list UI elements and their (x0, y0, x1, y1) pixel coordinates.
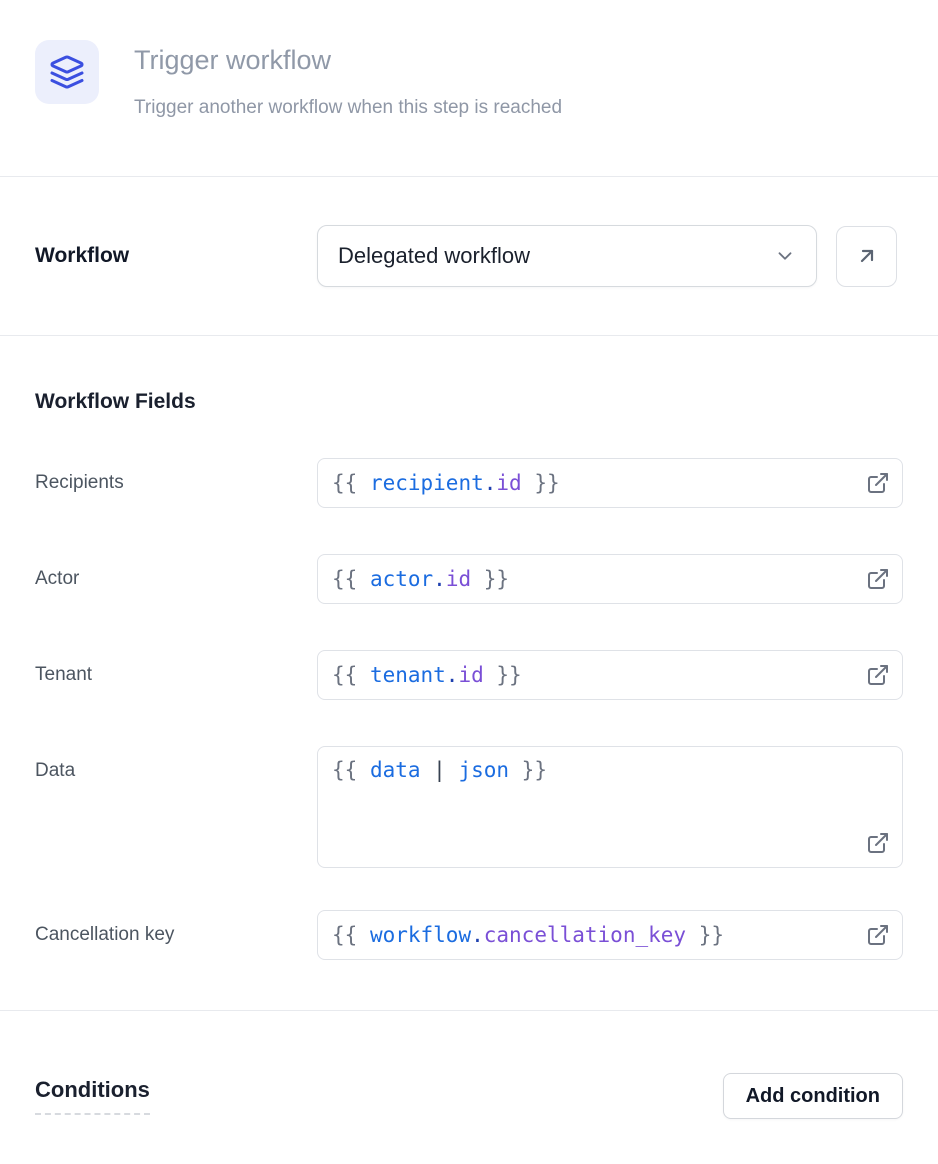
workflow-fields-section: Workflow Fields Recipients {{ recipient.… (0, 336, 938, 1011)
open-workflow-button[interactable] (836, 225, 897, 287)
field-label: Data (35, 760, 76, 781)
code-text: {{ (332, 758, 370, 782)
actor-input[interactable]: {{ actor.id }} (317, 554, 903, 604)
field-label: Recipients (35, 472, 124, 493)
field-row-actor: Actor {{ actor.id }} (35, 554, 903, 604)
code-text: {{ (332, 567, 370, 591)
data-input[interactable]: {{ data | json }} (317, 746, 903, 868)
workflow-select-value: Delegated workflow (338, 243, 530, 268)
field-label: Cancellation key (35, 924, 175, 945)
step-header-text: Trigger workflow Trigger another workflo… (134, 40, 562, 176)
cancellation-key-input[interactable]: {{ workflow.cancellation_key }} (317, 910, 903, 960)
layers-icon (35, 40, 99, 104)
conditions-section: Conditions Add condition (0, 1011, 938, 1119)
external-link-icon[interactable] (866, 831, 890, 855)
code-text: {{ (332, 663, 370, 687)
field-row-tenant: Tenant {{ tenant.id }} (35, 650, 903, 700)
external-link-icon[interactable] (866, 663, 890, 687)
field-row-data: Data {{ data | json }} (35, 746, 903, 868)
field-row-cancellation-key: Cancellation key {{ workflow.cancellatio… (35, 910, 903, 960)
external-link-icon[interactable] (866, 567, 890, 591)
code-text: {{ (332, 923, 370, 947)
workflow-selector-row: Workflow Delegated workflow (0, 177, 938, 336)
page-subtitle: Trigger another workflow when this step … (134, 97, 563, 118)
add-condition-button[interactable]: Add condition (722, 1073, 903, 1119)
field-label: Tenant (35, 664, 93, 685)
tenant-input[interactable]: {{ tenant.id }} (317, 650, 903, 700)
workflow-label: Workflow (35, 244, 130, 267)
page-title: Trigger workflow (134, 45, 332, 75)
chevron-down-icon (778, 252, 792, 260)
workflow-select[interactable]: Delegated workflow (317, 225, 817, 287)
step-header: Trigger workflow Trigger another workflo… (0, 0, 938, 177)
recipients-input[interactable]: {{ recipient.id }} (317, 458, 903, 508)
external-link-icon[interactable] (866, 471, 890, 495)
code-text: {{ (332, 471, 370, 495)
field-row-recipients: Recipients {{ recipient.id }} (35, 458, 903, 508)
conditions-heading: Conditions (35, 1077, 150, 1115)
field-label: Actor (35, 568, 80, 589)
external-link-icon[interactable] (866, 923, 890, 947)
workflow-fields-heading: Workflow Fields (35, 390, 196, 413)
arrow-up-right-icon (860, 249, 873, 263)
